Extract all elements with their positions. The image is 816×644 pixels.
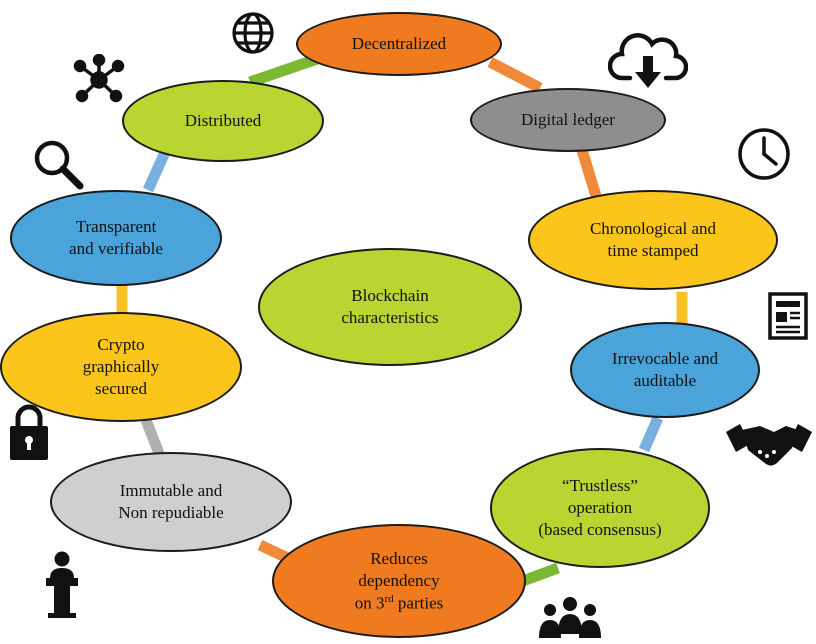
node-irrevocable: Irrevocable and auditable xyxy=(570,322,760,418)
node-reduces-superscript: rd xyxy=(384,592,394,605)
node-transparent: Transparent and verifiable xyxy=(10,190,222,286)
link-trustless-reduces xyxy=(518,562,560,588)
node-crypto-label: Crypto graphically secured xyxy=(83,334,159,400)
node-decentralized-label: Decentralized xyxy=(351,33,447,53)
node-reduces-line-3-a: on 3 xyxy=(354,593,385,613)
newspaper-icon xyxy=(768,292,808,340)
node-reduces-line-2: dependency xyxy=(358,570,440,590)
link-immutable-crypto xyxy=(140,418,166,458)
group-icon xyxy=(539,597,601,638)
globe-icon xyxy=(232,12,274,54)
node-crypto-line-1: Crypto xyxy=(97,334,145,354)
node-distributed: Distributed xyxy=(122,80,324,162)
node-distributed-label: Distributed xyxy=(184,110,262,130)
node-reduces-line-1: Reduces xyxy=(370,548,428,568)
node-irrevocable-label: Irrevocable and auditable xyxy=(612,348,718,392)
node-crypto-line-3: secured xyxy=(95,379,147,399)
speaker-podium-icon xyxy=(46,551,78,618)
node-immutable-line-2: Non repudiable xyxy=(118,503,224,522)
link-transparent-distributed xyxy=(142,147,172,193)
node-irrevocable-line-1: Irrevocable and xyxy=(611,348,719,368)
node-chronological-line-2: time stamped xyxy=(607,241,699,260)
node-digital-ledger-label: Digital ledger xyxy=(521,109,615,129)
node-digital-ledger: Digital ledger xyxy=(470,88,666,152)
node-immutable-label: Immutable and Non repudiable xyxy=(118,480,223,524)
link-decentralized-ledger xyxy=(487,57,543,93)
node-chronological-label: Chronological and time stamped xyxy=(590,218,716,262)
padlock-icon xyxy=(10,404,48,460)
node-irrevocable-line-2: auditable xyxy=(633,371,697,390)
node-immutable-line-1: Immutable and xyxy=(119,480,223,500)
network-hub-icon xyxy=(73,54,125,103)
node-reduces: Reduces dependency on 3rd parties xyxy=(272,524,526,638)
node-trustless: “Trustless” operation (based consensus) xyxy=(490,448,710,568)
node-center: Blockchain characteristics xyxy=(258,248,522,366)
node-crypto-line-2: graphically xyxy=(82,356,160,376)
node-trustless-label: “Trustless” operation (based consensus) xyxy=(538,475,661,541)
link-irrevocable-trustless xyxy=(638,415,664,453)
node-reduces-line-3-b: parties xyxy=(393,593,444,613)
node-reduces-label: Reduces dependency on 3rd parties xyxy=(355,548,444,615)
node-trustless-line-3: (based consensus) xyxy=(538,520,662,540)
node-chronological: Chronological and time stamped xyxy=(528,190,778,290)
clock-icon xyxy=(738,128,790,180)
node-center-line-2: characteristics xyxy=(341,308,439,327)
handshake-icon xyxy=(726,424,812,466)
node-trustless-line-1: “Trustless” xyxy=(562,475,638,495)
node-transparent-line-1: Transparent xyxy=(75,216,157,236)
node-center-line-1: Blockchain xyxy=(351,285,429,305)
cloud-download-icon xyxy=(608,33,688,88)
magnifier-icon xyxy=(34,140,84,190)
node-chronological-line-1: Chronological and xyxy=(589,218,717,238)
node-reduces-line-3: on 3rd parties xyxy=(355,592,444,615)
node-center-label: Blockchain characteristics xyxy=(341,285,438,329)
node-immutable: Immutable and Non repudiable xyxy=(50,452,292,552)
node-transparent-label: Transparent and verifiable xyxy=(69,216,163,260)
node-trustless-line-2: operation xyxy=(567,497,633,517)
link-distributed-decentralized xyxy=(248,52,322,88)
node-transparent-line-2: and verifiable xyxy=(69,239,163,258)
node-decentralized: Decentralized xyxy=(296,12,502,76)
link-ledger-chronological xyxy=(576,148,602,198)
node-crypto: Crypto graphically secured xyxy=(0,312,242,422)
